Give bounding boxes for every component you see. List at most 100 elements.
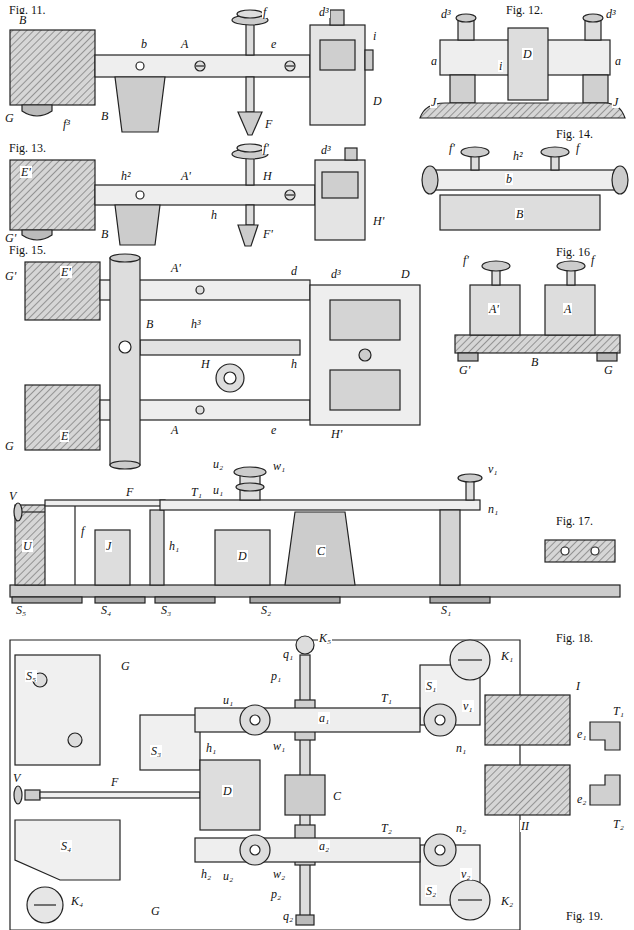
part-letter: C <box>332 790 342 802</box>
figure-label: Fig. 16. <box>555 246 594 258</box>
part-letter: h₁ <box>205 742 217 754</box>
part-letter: f' <box>448 142 456 154</box>
figure-label: Fig. 15. <box>8 244 47 256</box>
part-letter: G <box>4 440 15 452</box>
part-letter: i <box>498 60 503 72</box>
part-letter: w₁ <box>272 740 286 752</box>
part-letter: h² <box>120 170 132 182</box>
part-letter: A' <box>170 262 182 274</box>
part-letter: II <box>520 820 530 832</box>
part-letter: J <box>612 96 619 108</box>
part-letter: n₁ <box>487 503 499 515</box>
part-letter: F <box>110 776 119 788</box>
part-letter: A' <box>180 170 192 182</box>
fig16-front-view <box>455 261 620 361</box>
fig13-side-view <box>10 144 365 246</box>
part-letter: H' <box>330 428 343 440</box>
part-letter: u₂ <box>222 870 234 882</box>
figure-label: Fig. 14. <box>555 128 594 140</box>
part-letter: C <box>316 545 326 557</box>
part-letter: D <box>222 785 233 797</box>
part-letter: T₂ <box>380 822 393 834</box>
figure-label: Fig. 17. <box>555 515 594 527</box>
part-letter: b <box>505 173 513 185</box>
part-letter: G <box>150 905 161 917</box>
part-letter: S₄ <box>100 604 112 616</box>
part-letter: H' <box>372 215 385 227</box>
part-letter: A <box>563 303 572 315</box>
part-letter: q₂ <box>282 910 294 922</box>
part-letter: e <box>270 38 277 50</box>
part-letter: d³ <box>320 144 332 156</box>
part-letter: h <box>290 358 298 370</box>
fig12-end-view <box>420 14 625 118</box>
part-letter: f <box>575 142 580 154</box>
part-letter: K₄ <box>70 895 84 907</box>
part-letter: J <box>430 96 437 108</box>
part-letter: D <box>522 48 533 60</box>
part-letter: h₂ <box>200 868 212 880</box>
part-letter: E <box>60 430 69 442</box>
part-letter: S₂ <box>260 604 272 616</box>
part-letter: E' <box>60 266 72 278</box>
part-letter: F <box>125 486 134 498</box>
part-letter: v₂ <box>460 868 472 880</box>
fig19-profiles <box>590 722 620 805</box>
part-letter: S₅ <box>15 604 27 616</box>
part-letter: v₁ <box>487 463 499 475</box>
part-letter: K₂ <box>500 895 514 907</box>
part-letter: V <box>12 772 21 784</box>
part-letter: w₂ <box>272 868 286 880</box>
part-letter: F <box>264 118 273 130</box>
part-letter: f' <box>262 142 270 154</box>
part-letter: D <box>400 268 411 280</box>
part-letter: u₁ <box>222 694 234 706</box>
part-letter: f³ <box>62 118 71 130</box>
part-letter: w₁ <box>272 460 286 472</box>
part-letter: G' <box>4 232 17 244</box>
part-letter: J <box>105 540 112 552</box>
part-letter: i <box>372 30 377 42</box>
part-letter: a₁ <box>318 712 330 724</box>
part-letter: G' <box>4 270 17 282</box>
part-letter: K₁ <box>500 650 514 662</box>
fig14-front-view <box>422 147 628 230</box>
part-letter: e₁ <box>576 728 588 740</box>
part-letter: a₂ <box>318 840 330 852</box>
part-letter: f <box>80 525 85 537</box>
part-letter: u₁ <box>212 484 224 496</box>
part-letter: a <box>430 55 438 67</box>
part-letter: S₂ <box>425 885 437 897</box>
part-letter: e₂ <box>576 793 588 805</box>
figure-label: Fig. 13. <box>8 142 47 154</box>
part-letter: h² <box>512 150 524 162</box>
part-letter: I <box>575 680 581 692</box>
figure-label: Fig. 18. <box>555 632 594 644</box>
figure-label: Fig. 19. <box>565 910 604 922</box>
part-letter: B <box>18 14 27 26</box>
part-letter: v₁ <box>462 700 474 712</box>
part-letter: f' <box>462 254 470 266</box>
part-letter: S₁ <box>425 680 437 692</box>
fig18-plan <box>10 636 570 930</box>
part-letter: S₃ <box>160 604 172 616</box>
part-letter: d³ <box>318 6 330 18</box>
part-letter: p₁ <box>270 670 282 682</box>
part-letter: h³ <box>190 318 202 330</box>
part-letter: A <box>180 38 189 50</box>
part-letter: S₁ <box>440 604 452 616</box>
part-letter: B <box>530 356 539 368</box>
part-letter: T₁ <box>190 486 203 498</box>
part-letter: B <box>100 228 109 240</box>
part-letter: d³ <box>605 8 617 20</box>
part-letter: a <box>614 55 622 67</box>
part-letter: p₂ <box>270 888 282 900</box>
part-letter: b <box>140 38 148 50</box>
part-letter: h₁ <box>168 540 180 552</box>
part-letter: d <box>290 265 298 277</box>
part-letter: H <box>200 358 211 370</box>
part-letter: A' <box>488 303 500 315</box>
part-letter: B <box>515 208 524 220</box>
part-letter: T₁ <box>380 692 393 704</box>
